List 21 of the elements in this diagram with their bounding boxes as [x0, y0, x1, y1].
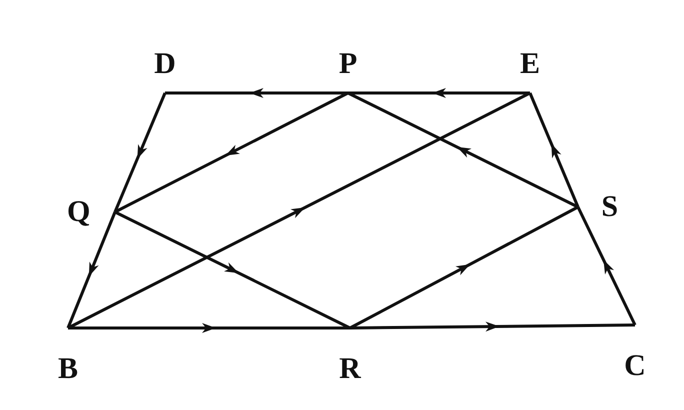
vector-arrow [68, 323, 350, 333]
point-label: S [578, 189, 618, 225]
point-label: C [618, 325, 652, 381]
vector-arrow [165, 88, 348, 98]
vector-arrow [67, 92, 531, 330]
point-label: D [148, 49, 182, 93]
vector-arrow [348, 88, 530, 98]
vector-arrow [114, 210, 351, 330]
vector-arrow [350, 322, 636, 332]
vector-arrow [576, 206, 636, 326]
vector-arrow [114, 92, 166, 213]
point-label: E [513, 49, 547, 93]
point-label: R [333, 328, 367, 384]
vector-arrow [347, 92, 579, 208]
vector-arrow [66, 211, 116, 329]
point-label: Q [67, 194, 115, 230]
vector-arrow [114, 92, 349, 214]
vector-arrow [528, 92, 580, 208]
vector-arrow [349, 206, 579, 330]
point-label: P [331, 49, 365, 93]
point-label: B [51, 328, 85, 384]
